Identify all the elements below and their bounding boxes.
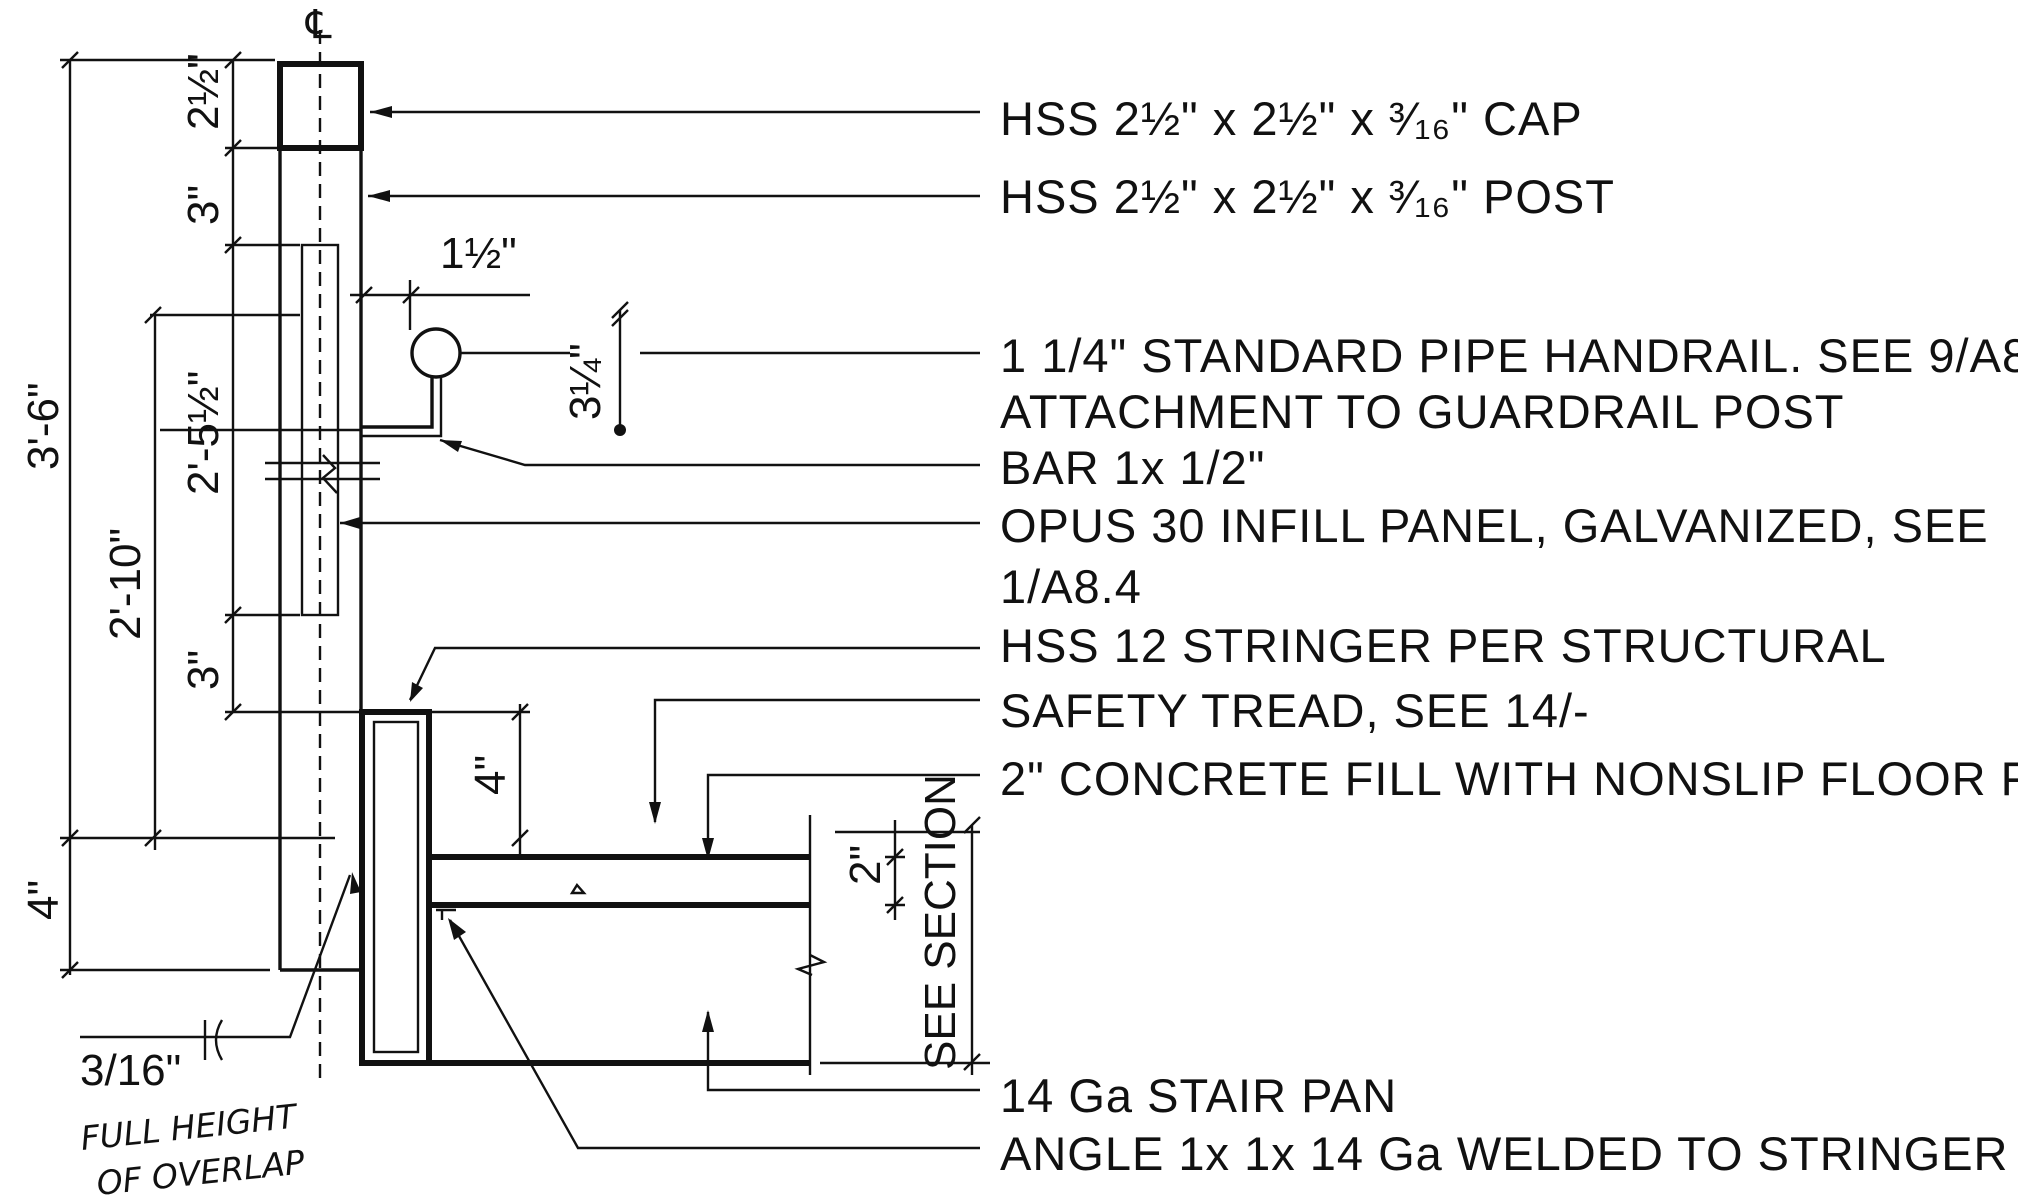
handrail-bracket (361, 377, 443, 438)
dimension-labels: 3'-6" 2½" 3" 2'-5½" 2'-10" 3" 4" 4" 1½" … (19, 53, 965, 1070)
callout-concrete-fill: 2" CONCRETE FILL WITH NONSLIP FLOOR FINI… (1000, 752, 2018, 805)
dim-bottom-offset: 3" (179, 650, 228, 690)
dim-stringer-above-tread: 4" (466, 755, 515, 795)
dim-top-offset: 3" (179, 185, 228, 225)
callout-cap: HSS 2½" x 2½" x ³⁄₁₆" CAP (1000, 92, 1583, 145)
dim-cap-height: 2½" (179, 53, 228, 130)
callout-infill-line2: 1/A8.4 (1000, 560, 1142, 613)
dim-concrete-depth: 2" (841, 845, 890, 885)
callout-stringer: HSS 12 STRINGER PER STRUCTURAL (1000, 619, 1887, 672)
dim-embed-depth: 4" (19, 880, 68, 920)
stair-tread (431, 815, 828, 1075)
dim-handrail-clearance: 1½" (440, 229, 517, 278)
leader-arrowheads (340, 106, 714, 1032)
dim-see-section: SEE SECTION (916, 774, 965, 1070)
centerline-symbol: ℄ (305, 3, 332, 47)
callout-handrail-line1: 1 1/4" STANDARD PIPE HANDRAIL. SEE 9/A8.… (1000, 329, 2018, 382)
callout-stair-pan: 14 Ga STAIR PAN (1000, 1069, 1397, 1122)
weld-symbol (80, 1019, 250, 1061)
handrail-drop-point (614, 424, 626, 436)
dim-overall-height: 3'-6" (19, 382, 68, 470)
handrail-pipe (410, 327, 462, 379)
callout-angle: ANGLE 1x 1x 14 Ga WELDED TO STRINGER (1000, 1127, 2009, 1180)
callout-handrail-line2: ATTACHMENT TO GUARDRAIL POST (1000, 385, 1845, 438)
dim-handrail-drop: 3¼" (561, 343, 610, 420)
leader-lines (250, 110, 980, 1150)
weld-size: 3/16" (80, 1046, 181, 1095)
callouts: HSS 2½" x 2½" x ³⁄₁₆" CAP HSS 2½" x 2½" … (1000, 92, 2018, 1180)
stringer (359, 709, 432, 1066)
callout-post: HSS 2½" x 2½" x ³⁄₁₆" POST (1000, 170, 1615, 223)
dim-guard-height: 2'-10" (101, 528, 150, 640)
dimension-lines (60, 51, 990, 1075)
dim-handrail-height: 2'-5½" (179, 371, 228, 495)
callout-infill-line1: OPUS 30 INFILL PANEL, GALVANIZED, SEE (1000, 499, 1989, 552)
break-line (265, 454, 380, 494)
callout-safety-tread: SAFETY TREAD, SEE 14/- (1000, 684, 1590, 737)
callout-bar: BAR 1x 1/2" (1000, 441, 1265, 494)
